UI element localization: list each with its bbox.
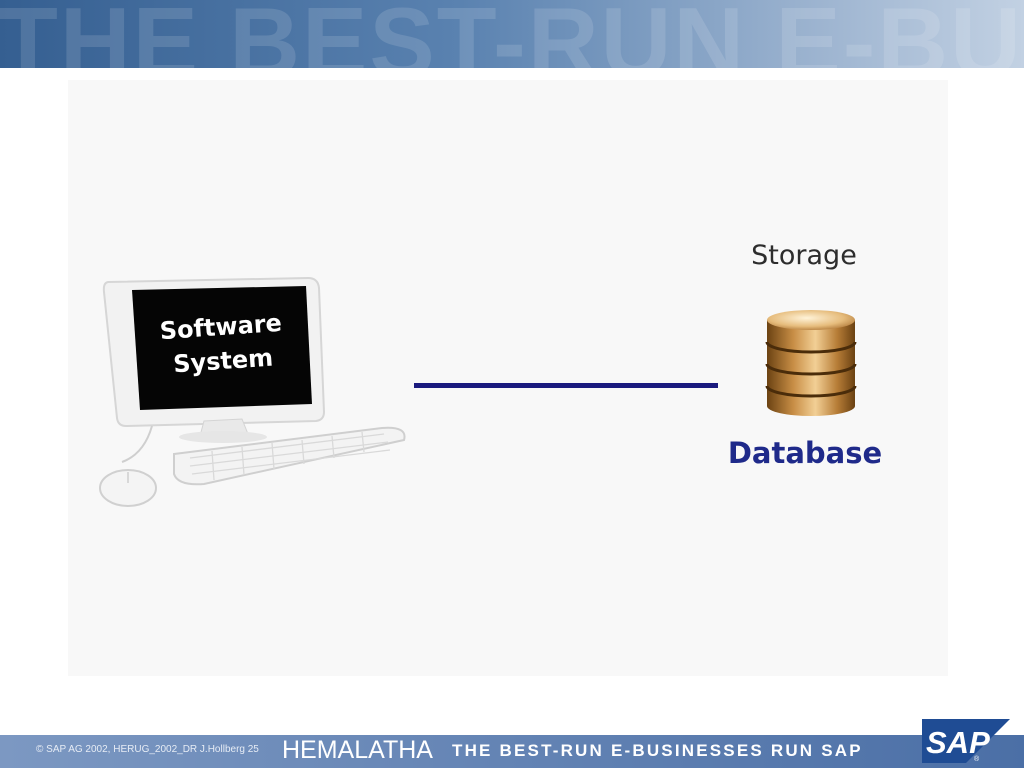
database-icon: [765, 310, 857, 416]
copyright-text: © SAP AG 2002, HERUG_2002_DR J.Hollberg …: [36, 744, 259, 755]
screen-label-line2: System: [172, 343, 275, 379]
computer-icon: [99, 276, 406, 507]
database-label: Database: [727, 436, 883, 470]
sap-logo-text: SAP: [926, 725, 990, 760]
registered-mark: ®: [974, 755, 980, 763]
footer-tagline: THE BEST-RUN E-BUSINESSES RUN SAP: [452, 741, 863, 760]
banner-watermark-text: THE BEST-RUN E-BUSINESSES RUN SAP: [0, 0, 1024, 68]
storage-label: Storage: [751, 240, 857, 271]
sap-logo-icon: SAP ®: [922, 719, 1010, 763]
top-banner: THE BEST-RUN E-BUSINESSES RUN SAP: [0, 0, 1024, 68]
computer-screen-label: Software System: [135, 290, 309, 397]
footer-bar: [0, 735, 1024, 768]
connector-line: [414, 383, 718, 388]
presenter-name: HEMALATHA: [282, 736, 433, 764]
